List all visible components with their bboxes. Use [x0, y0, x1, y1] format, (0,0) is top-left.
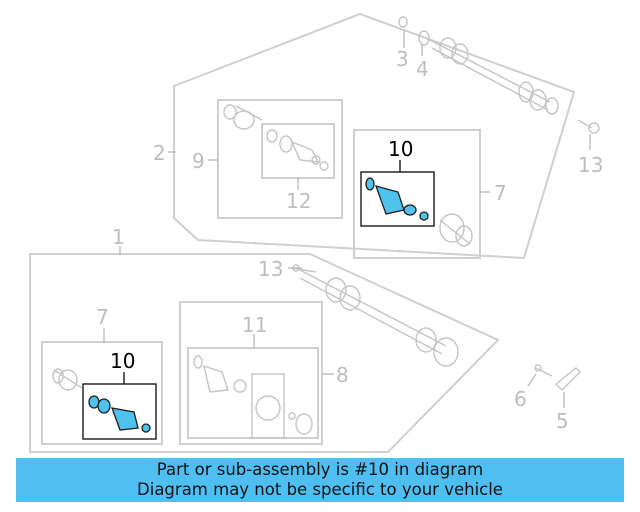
part-6-bolt: [534, 364, 553, 377]
banner-line-1: Part or sub-assembly is #10 in diagram: [156, 460, 484, 479]
upper-7-cv-joint: [439, 213, 473, 247]
callout-5: 5: [556, 409, 569, 433]
callout-6: 6: [514, 387, 527, 411]
box-11: [187, 347, 319, 439]
parts-diagram: 3 4 2 9 12 10 7 13 1 13 7 11 10 8 6 5: [29, 12, 603, 453]
callout-13-right: 13: [578, 153, 603, 177]
part-5-bracket: [554, 367, 581, 391]
callout-8: 8: [336, 363, 349, 387]
box-8: [179, 301, 323, 445]
box-11-parts: [193, 355, 313, 439]
callout-10-upper: 10: [388, 137, 413, 161]
part-13-bolt-upper: [577, 119, 600, 134]
callout-13-left: 13: [258, 257, 283, 281]
callout-4: 4: [416, 57, 429, 81]
upper-assembly-outline: [173, 12, 576, 260]
part-3-washer: [398, 16, 408, 28]
info-banner: Part or sub-assembly is #10 in diagram D…: [16, 458, 624, 502]
callout-7-lower: 7: [96, 305, 109, 329]
lower-assembly-outline: [29, 253, 500, 453]
part-10-upper: [365, 177, 429, 221]
box-9-parts: [223, 104, 263, 130]
callout-7-upper: 7: [494, 181, 507, 205]
box-12-parts: [266, 129, 329, 171]
callout-3: 3: [396, 47, 409, 71]
box-7-upper: [353, 129, 481, 259]
callout-1: 1: [112, 225, 125, 249]
box-9: [217, 99, 343, 219]
leader-lines: [103, 30, 591, 408]
lower-axle-shaft: [299, 269, 459, 367]
callout-12: 12: [286, 189, 311, 213]
lower-7-cv-joint: [52, 368, 83, 391]
banner-line-2: Diagram may not be specific to your vehi…: [137, 480, 503, 499]
box-7-lower: [41, 341, 163, 445]
callout-9: 9: [192, 149, 205, 173]
upper-axle-shaft: [418, 30, 559, 115]
callout-10-lower: 10: [110, 349, 135, 373]
callout-2: 2: [153, 141, 166, 165]
part-10-lower: [88, 395, 151, 433]
callout-11: 11: [242, 313, 267, 337]
